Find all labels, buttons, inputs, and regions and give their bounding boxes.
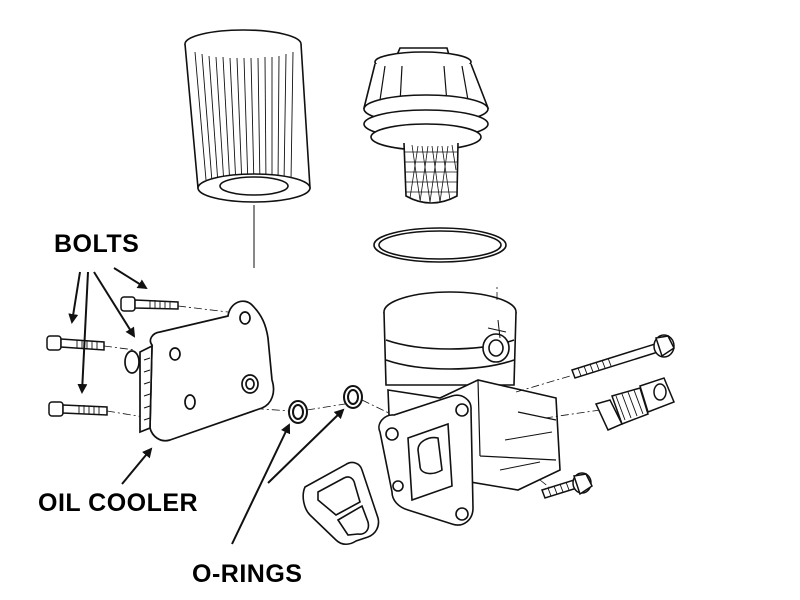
filter-cap [362,47,490,204]
filter-housing [378,291,561,526]
oil-cooler-arrow [121,447,153,485]
bolts-arrows [68,267,148,394]
bolt-bottom [48,401,108,417]
cap-o-ring [373,227,507,263]
short-bolt [541,472,593,499]
oil-cooler [124,300,275,442]
bolt-middle [46,335,105,351]
o-rings-label: O-RINGS [192,560,303,588]
o-rings-arrows [231,408,345,545]
long-bolt [571,334,675,379]
bolts-label: BOLTS [54,230,140,258]
filter-element [184,29,311,268]
oil-cooler-label: OIL COOLER [38,489,199,517]
o-ring-left [288,400,308,424]
gasket [302,461,380,546]
o-ring-right [343,385,363,409]
bolt-top [120,296,179,312]
pressure-sensor [594,377,675,431]
